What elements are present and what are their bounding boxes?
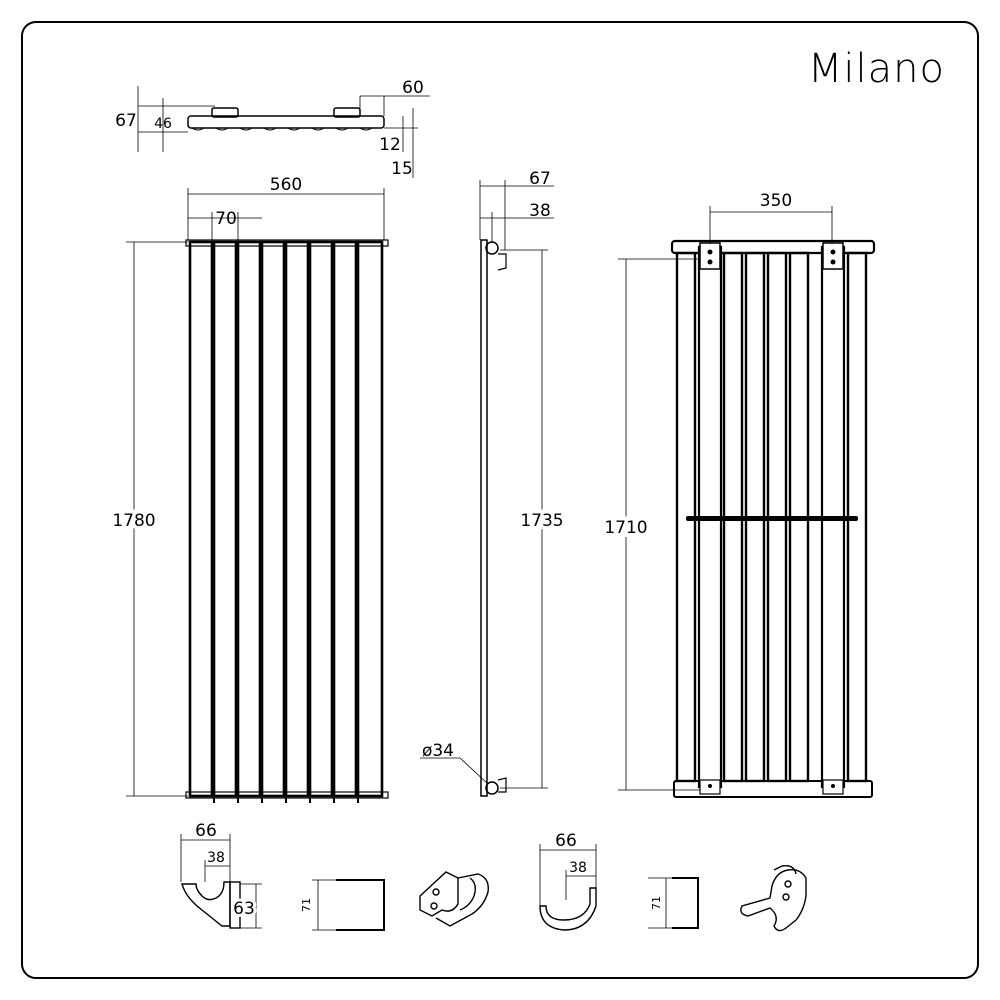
bracket-left-dim-height: 63 xyxy=(233,899,255,919)
bracket-right-profile xyxy=(648,877,699,929)
top-dim-67: 67 xyxy=(115,111,137,131)
side-dim-pipe-diameter: ø34 xyxy=(422,741,454,761)
top-view xyxy=(137,86,430,178)
front-dim-height: 1780 xyxy=(112,511,155,531)
side-dim-height: 1735 xyxy=(520,511,563,531)
top-dim-15: 15 xyxy=(391,159,413,179)
bracket-left-profile xyxy=(312,879,385,931)
bracket-right-dim-width: 66 xyxy=(555,831,577,851)
top-dim-60: 60 xyxy=(402,78,424,98)
bracket-left-side xyxy=(180,834,262,929)
bracket-left-dim-profile-height: 71 xyxy=(300,898,313,912)
brand-title: Milano xyxy=(808,46,945,92)
bracket-right-isometric xyxy=(740,864,807,932)
rear-dim-bracket-spacing: 350 xyxy=(760,191,792,211)
bracket-right-dim-depth: 38 xyxy=(569,860,587,876)
side-view xyxy=(420,180,554,797)
front-dim-width: 560 xyxy=(270,175,302,195)
drawing-border xyxy=(21,21,979,979)
top-dim-12: 12 xyxy=(379,135,401,155)
side-dim-depth: 67 xyxy=(529,169,551,189)
bracket-right-dim-profile-height: 71 xyxy=(650,896,663,910)
rear-dim-height: 1710 xyxy=(604,518,647,538)
rear-view xyxy=(618,206,876,798)
bracket-left-isometric xyxy=(419,871,489,927)
top-dim-46: 46 xyxy=(154,116,172,132)
front-view xyxy=(126,188,389,803)
rear-bracket-holes xyxy=(707,249,836,788)
bracket-left-dim-width: 66 xyxy=(195,821,217,841)
bracket-left-dim-depth: 38 xyxy=(207,850,225,866)
side-dim-bracket-depth: 38 xyxy=(529,201,551,221)
front-dim-pitch: 70 xyxy=(215,209,237,229)
bracket-right-side xyxy=(539,844,597,931)
